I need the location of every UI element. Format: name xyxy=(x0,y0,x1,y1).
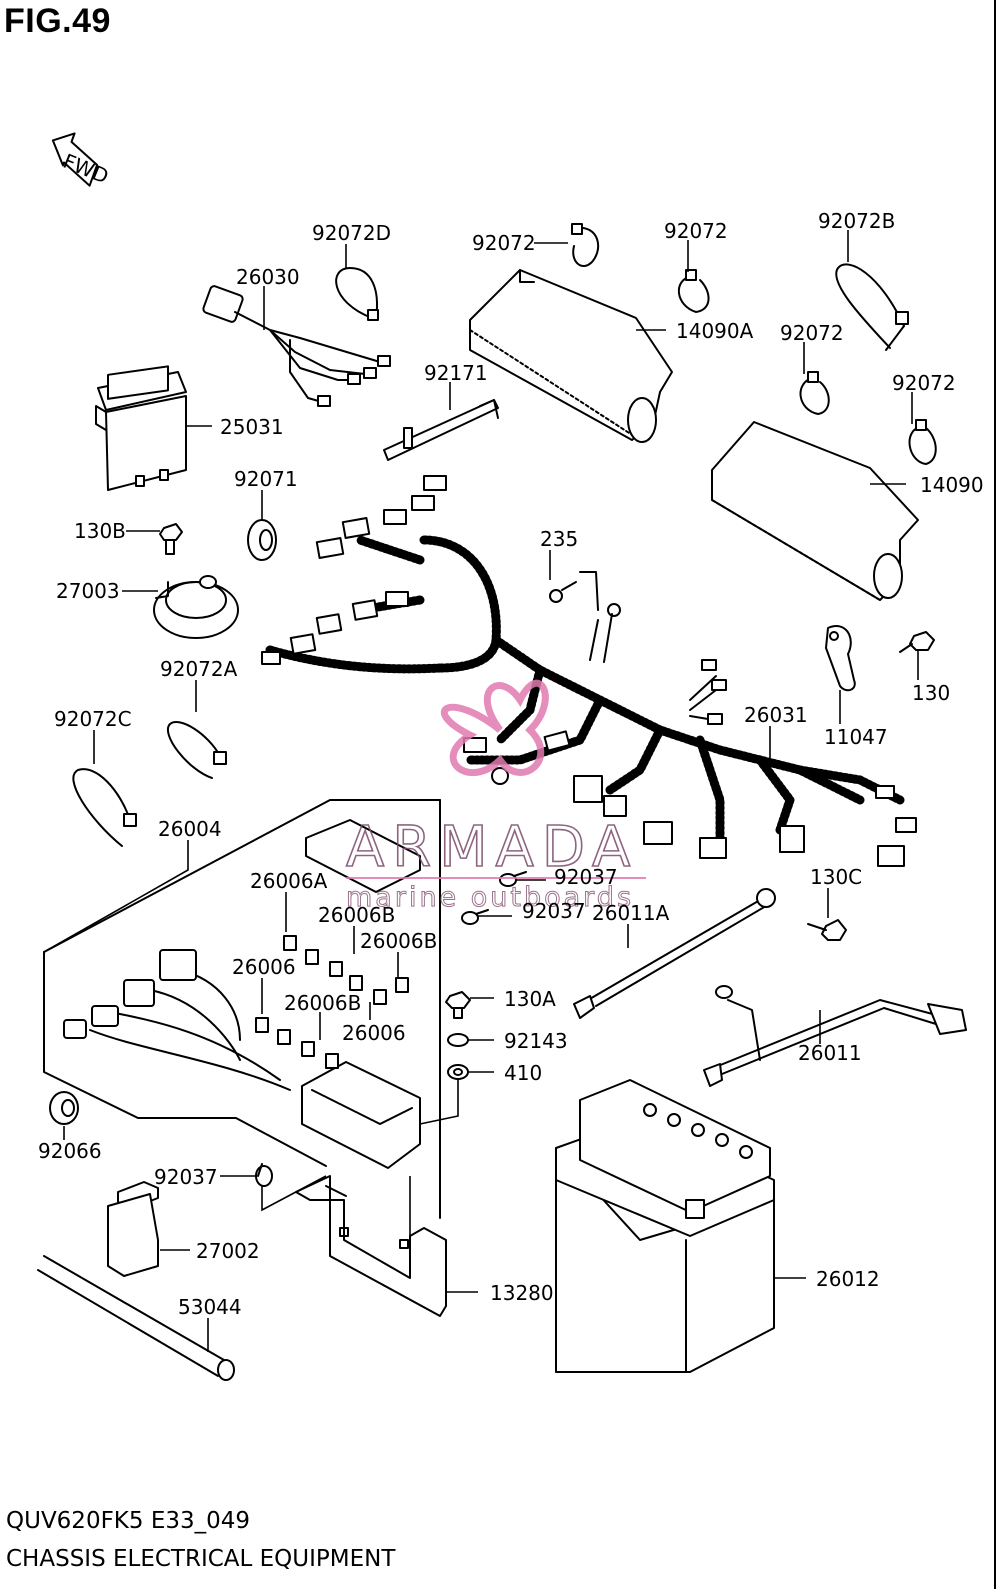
horn-27003-icon xyxy=(153,575,239,639)
label-92037-c: 92037 xyxy=(154,1165,218,1189)
label-130A: 130A xyxy=(504,987,556,1011)
clamp-92072C-icon xyxy=(72,768,137,847)
washer-410-icon xyxy=(447,1064,469,1080)
label-92143: 92143 xyxy=(504,1029,568,1053)
plate-11047-icon xyxy=(825,625,856,692)
clamp-92072-top-icon xyxy=(571,223,600,267)
label-92072-r1: 92072 xyxy=(780,321,844,345)
clip-92037-b-icon xyxy=(461,909,489,925)
bolt-130C-icon xyxy=(807,919,847,941)
grommet-92071-icon xyxy=(247,519,277,561)
label-92072A: 92072A xyxy=(160,657,238,681)
label-27003: 27003 xyxy=(56,579,120,603)
label-130: 130 xyxy=(912,681,950,705)
label-92037-a: 92037 xyxy=(554,865,618,889)
figure-title: FIG.49 xyxy=(4,2,111,40)
bolt-130B-icon xyxy=(159,523,183,555)
label-92037-b: 92037 xyxy=(522,899,586,923)
watermark: ARMADA marine outboards xyxy=(345,679,646,914)
label-92072-r2: 92072 xyxy=(892,371,956,395)
label-235: 235 xyxy=(540,527,578,551)
fusebox-26004-icon xyxy=(43,799,441,1219)
label-26006A: 26006A xyxy=(250,869,328,893)
label-26006B-c: 26006B xyxy=(284,991,361,1015)
bolt-130A-icon xyxy=(445,991,471,1019)
washer-92143-icon xyxy=(447,1033,469,1047)
harness-26030-icon xyxy=(202,285,391,407)
bracket-13280-icon xyxy=(295,1175,447,1317)
label-92072-top: 92072 xyxy=(472,231,536,255)
cable-26011-icon xyxy=(703,985,967,1087)
label-25031: 25031 xyxy=(220,415,284,439)
clamp-92072B-icon xyxy=(835,263,909,351)
clamp-92072-r1-icon xyxy=(799,371,830,415)
battery-26012-icon xyxy=(555,1079,775,1373)
label-26006-a: 26006 xyxy=(232,955,296,979)
watermark-logo-icon xyxy=(440,679,549,776)
clip-92037-c-icon xyxy=(255,1163,273,1187)
label-11047: 11047 xyxy=(824,725,888,749)
label-92072-mid: 92072 xyxy=(664,219,728,243)
label-14090: 14090 xyxy=(920,473,984,497)
meter-25031-icon xyxy=(95,365,187,491)
page-border xyxy=(994,0,996,1589)
relay-27002-icon xyxy=(107,1181,159,1277)
leader-lines xyxy=(43,230,919,1352)
bracket-92171-icon xyxy=(383,399,499,461)
bolt-130-icon xyxy=(899,631,935,653)
label-92071: 92071 xyxy=(234,467,298,491)
label-26031: 26031 xyxy=(744,703,808,727)
label-27002: 27002 xyxy=(196,1239,260,1263)
label-26006B-b: 26006B xyxy=(360,929,437,953)
label-130C: 130C xyxy=(810,865,862,889)
label-26011: 26011 xyxy=(798,1041,862,1065)
model-code: QUV620FK5 E33_049 xyxy=(6,1508,251,1534)
label-26006B-a: 26006B xyxy=(318,903,395,927)
cable-26011A-icon xyxy=(573,888,776,1019)
clamp-92072D-icon xyxy=(335,267,379,321)
clamp-92072A-icon xyxy=(167,721,227,779)
screw-235-icon xyxy=(549,571,621,617)
part-labels: 92072D 26030 92072 92072 92072B 14090A 9… xyxy=(38,209,984,1319)
cushion-92066-icon xyxy=(49,1091,79,1125)
label-26030: 26030 xyxy=(236,265,300,289)
watermark-tagline: marine outboards xyxy=(346,882,634,913)
label-53044: 53044 xyxy=(178,1295,242,1319)
label-14090A: 14090A xyxy=(676,319,754,343)
cover-14090-icon xyxy=(711,421,919,601)
section-title: CHASSIS ELECTRICAL EQUIPMENT xyxy=(6,1546,396,1572)
label-26012: 26012 xyxy=(816,1267,880,1291)
label-26006-b: 26006 xyxy=(342,1021,406,1045)
label-13280: 13280 xyxy=(490,1281,554,1305)
label-130B: 130B xyxy=(74,519,126,543)
cover-14090A-icon xyxy=(469,269,673,443)
clamp-92072-r2-icon xyxy=(908,419,937,465)
main-harness-26031-icon xyxy=(261,475,917,867)
tube-53044-icon xyxy=(37,1255,235,1381)
label-92072B: 92072B xyxy=(818,209,895,233)
label-410: 410 xyxy=(504,1061,542,1085)
clamp-92072-mid-icon xyxy=(677,269,710,313)
label-92072D: 92072D xyxy=(312,221,391,245)
label-92066: 92066 xyxy=(38,1139,102,1163)
fwd-arrow-icon: FWD xyxy=(51,132,112,189)
label-26011A: 26011A xyxy=(592,901,670,925)
watermark-brand: ARMADA xyxy=(346,815,638,880)
label-92072C: 92072C xyxy=(54,707,132,731)
label-92171: 92171 xyxy=(424,361,488,385)
label-26004: 26004 xyxy=(158,817,222,841)
